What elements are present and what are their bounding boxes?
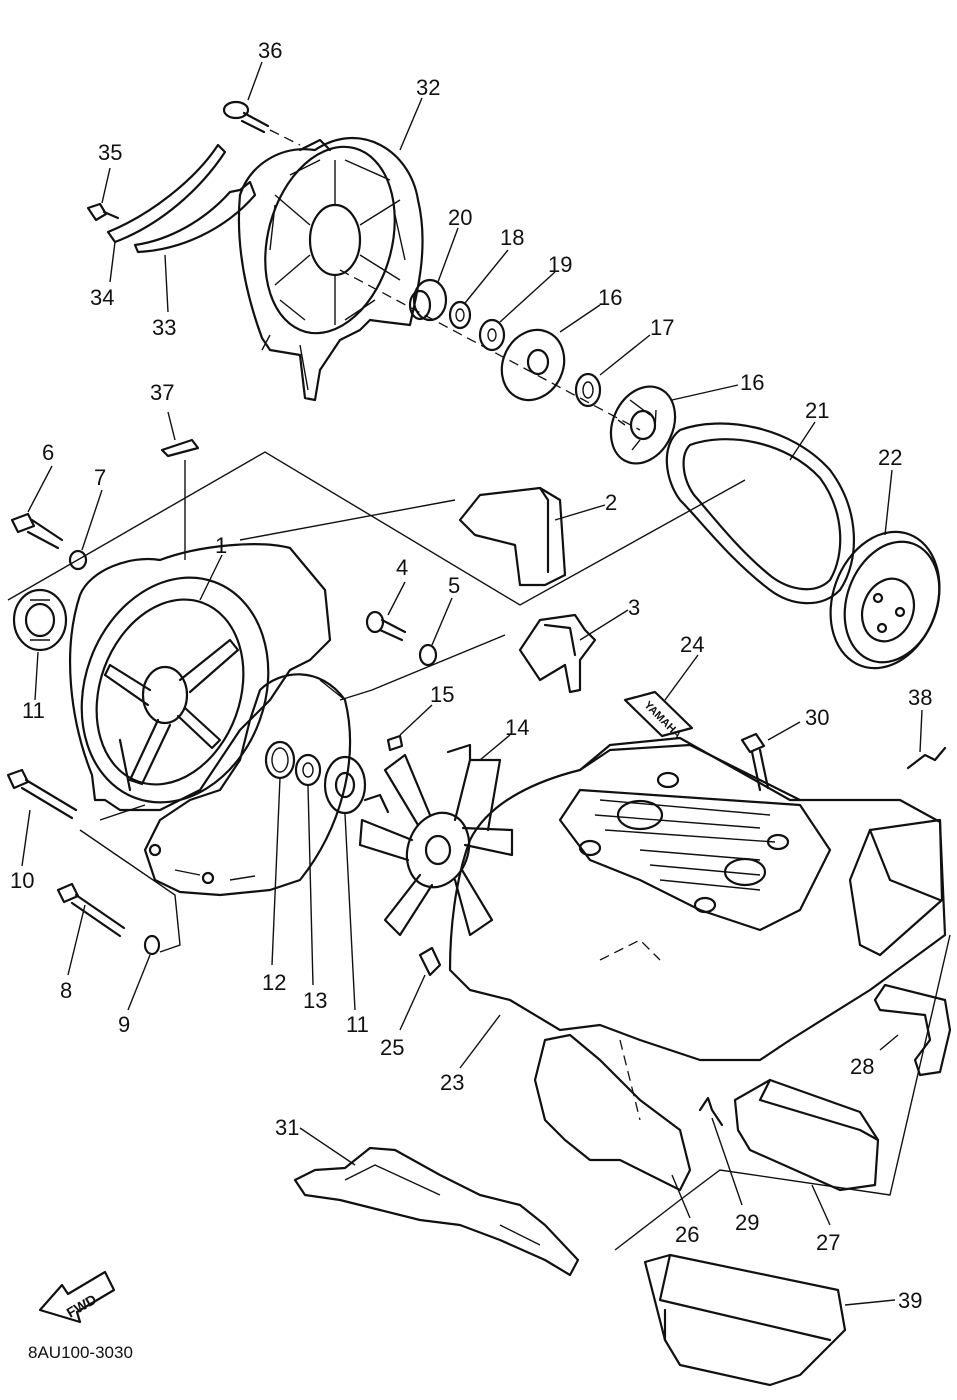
callout-21: 21 (805, 398, 829, 423)
collar-part-20 (408, 278, 448, 322)
callout-34: 34 (90, 285, 114, 310)
washer-part-18 (448, 300, 472, 330)
callout-18: 18 (500, 225, 524, 250)
callout-7: 7 (94, 465, 106, 490)
bolt-part-6 (10, 512, 64, 550)
callout-20: 20 (448, 205, 472, 230)
callout-6: 6 (42, 440, 54, 465)
decal-part-24: YAMAHA (623, 690, 694, 741)
screw-part-35 (86, 202, 120, 222)
callout-23: 23 (440, 1070, 464, 1095)
callout-26: 26 (675, 1222, 699, 1247)
circlip-part-12 (264, 740, 296, 780)
washer-part-7 (68, 549, 88, 571)
callout-27: 27 (816, 1230, 840, 1255)
washer-part-19 (478, 318, 506, 352)
fan-housing-part-1 (69, 543, 332, 812)
cover-part-26 (533, 1033, 692, 1192)
callout-32: 32 (416, 75, 440, 100)
reference-lines (7, 451, 951, 1251)
key-part-15 (386, 734, 404, 752)
bolt-part-4 (365, 610, 407, 642)
callout-16a: 16 (598, 285, 622, 310)
fan-cover-part-32 (237, 137, 424, 402)
callout-5: 5 (448, 573, 460, 598)
callout-16b: 16 (740, 370, 764, 395)
callout-11a: 11 (22, 698, 45, 723)
guard-part-31 (293, 1146, 580, 1277)
clip-part-38 (906, 746, 947, 770)
clip-part-29 (698, 1096, 724, 1127)
fwd-label: FWD (64, 1291, 100, 1321)
callout-33: 33 (152, 315, 176, 340)
washer-part-5 (418, 643, 438, 667)
bolt-part-10 (6, 768, 78, 820)
callout-36: 36 (258, 38, 282, 63)
pulley-half-part-16a (500, 328, 566, 402)
callout-22: 22 (878, 445, 902, 470)
strap-part-33 (133, 180, 257, 254)
callout-38: 38 (908, 685, 932, 710)
inner-cover-part-2 (458, 486, 567, 587)
callouts: 36 32 35 34 33 20 18 19 16 17 16 21 22 3… (10, 38, 932, 1313)
washer-part-13 (294, 753, 322, 787)
pulley-part-22 (829, 530, 941, 670)
bolt-part-30 (740, 732, 770, 792)
bearing-part-11b (323, 755, 367, 815)
callout-35: 35 (98, 140, 122, 165)
filter-part-39 (643, 1253, 847, 1387)
callout-24: 24 (680, 632, 704, 657)
belt-part-21 (665, 422, 855, 605)
pulley-half-part-16b (609, 385, 677, 465)
callout-3: 3 (628, 595, 640, 620)
callout-11b: 11 (346, 1012, 369, 1037)
fan-part-14 (358, 743, 514, 937)
bolt-part-8 (56, 882, 126, 938)
callout-14: 14 (505, 715, 529, 740)
callout-12: 12 (262, 970, 286, 995)
strap-part-34 (106, 143, 227, 244)
callout-8: 8 (60, 978, 72, 1003)
diagram-code: 8AU100-3030 (28, 1343, 133, 1362)
plug-part-25 (418, 946, 442, 977)
callout-17: 17 (650, 315, 674, 340)
callout-9: 9 (118, 1012, 130, 1037)
callout-4: 4 (396, 555, 408, 580)
fwd-arrow-icon: FWD (38, 1270, 116, 1324)
callout-39: 39 (898, 1288, 922, 1313)
callout-10: 10 (10, 868, 34, 893)
seal-part-28 (873, 983, 952, 1077)
label-tab-part-37 (160, 438, 200, 458)
callout-1: 1 (215, 533, 227, 558)
callout-25: 25 (380, 1035, 404, 1060)
shroud-part-23 (448, 736, 947, 1121)
callout-37: 37 (150, 380, 174, 405)
housing-back-part (143, 673, 352, 897)
callout-29: 29 (735, 1210, 759, 1235)
bearing-part-11a (12, 588, 68, 652)
duct-part-27 (733, 1078, 880, 1192)
callout-31: 31 (275, 1115, 299, 1140)
washer-part-9 (143, 934, 161, 956)
bracket-part-3 (518, 613, 597, 694)
callout-15: 15 (430, 682, 454, 707)
spacer-part-17 (574, 372, 602, 408)
callout-2: 2 (605, 490, 617, 515)
callout-19: 19 (548, 252, 572, 277)
callout-28: 28 (850, 1054, 874, 1079)
callout-13: 13 (303, 988, 327, 1013)
callout-30: 30 (805, 705, 829, 730)
bolt-part-36 (222, 100, 301, 146)
